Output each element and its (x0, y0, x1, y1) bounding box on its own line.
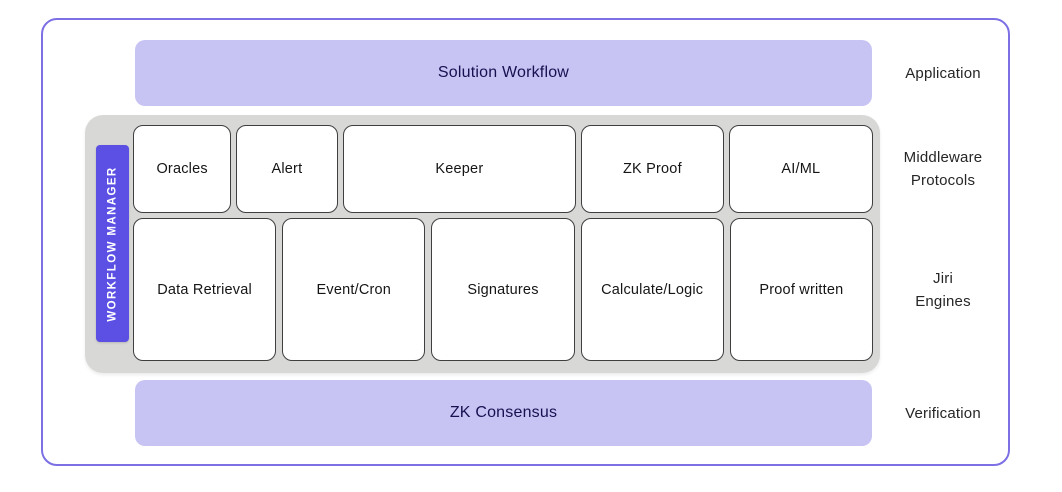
application-text: Application (905, 64, 981, 82)
zk-consensus-banner: ZK Consensus (135, 380, 872, 446)
node-event-cron: Event/Cron (282, 218, 426, 361)
side-label-application: Application (876, 40, 1010, 106)
node-oracles: Oracles (133, 125, 232, 213)
node-proof-written: Proof written (729, 218, 873, 361)
workflow-manager-bar: WORKFLOW MANAGER (96, 145, 129, 342)
node-signatures: Signatures (431, 218, 575, 361)
middleware-text-line1: Middleware (903, 149, 983, 166)
solution-workflow-label: Solution Workflow (437, 64, 570, 81)
node-ai-ml: AI/ML (728, 125, 873, 213)
jiri-engines-row: Data Retrieval Event/Cron Signatures Cal… (133, 218, 873, 361)
node-zk-proof: ZK Proof (581, 125, 724, 213)
node-calculate-logic: Calculate/Logic (580, 218, 724, 361)
side-label-verification: Verification (876, 380, 1010, 446)
middleware-text-line2: Protocols (910, 172, 976, 189)
solution-workflow-banner: Solution Workflow (135, 40, 872, 106)
node-data-retrieval: Data Retrieval (133, 218, 277, 361)
zk-consensus-label: ZK Consensus (449, 404, 558, 421)
workflow-manager-label: WORKFLOW MANAGER (106, 165, 119, 322)
side-label-middleware-protocols: Middleware Protocols (876, 125, 1010, 213)
workflow-manager-container: WORKFLOW MANAGER Oracles Alert Keeper ZK… (85, 115, 880, 373)
node-keeper: Keeper (342, 125, 577, 213)
node-alert: Alert (236, 125, 338, 213)
engines-text-line1: Jiri (933, 269, 953, 287)
middleware-protocols-row: Oracles Alert Keeper ZK Proof AI/ML (133, 125, 873, 213)
verification-text: Verification (905, 404, 981, 422)
engines-text-line2: Engines (915, 292, 971, 310)
side-label-jiri-engines: Jiri Engines (876, 218, 1010, 361)
